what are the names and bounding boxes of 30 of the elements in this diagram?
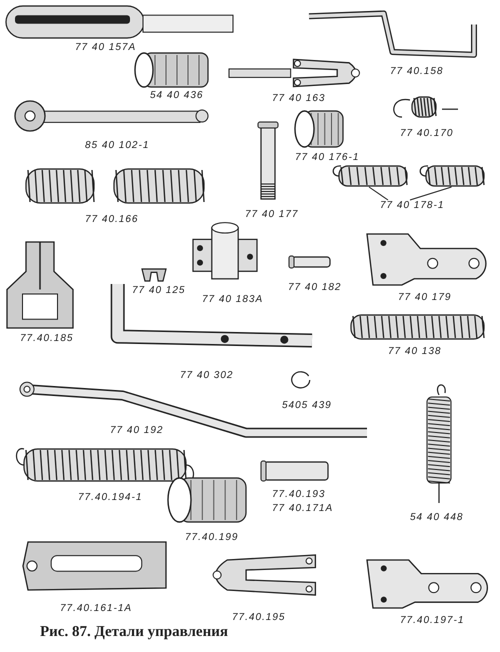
part-number: 77.40.193 — [272, 489, 326, 501]
part-number: 77 40.166 — [85, 214, 138, 226]
part-number: 77.40.161-1А — [60, 603, 132, 615]
part-number: 54 40 436 — [150, 90, 204, 102]
part-number: 77 40.171А — [272, 503, 334, 515]
part-number: 77 40 183А — [202, 294, 264, 306]
part-number: 77 40.170 — [400, 128, 454, 140]
part-number: 77 40.158 — [390, 66, 444, 78]
leader-line — [410, 186, 452, 200]
part-number: 77 40 176-1 — [295, 152, 360, 164]
part-number: 77 40 138 — [388, 346, 442, 358]
part-number: 77 40 178-1 — [380, 200, 444, 212]
leader-line — [368, 186, 388, 200]
part-number: 77 40 179 — [398, 292, 452, 304]
part-number: 77.40.194-1 — [78, 492, 142, 504]
part-number: 77 40 163 — [272, 93, 326, 105]
part-number: 77 40 192 — [110, 425, 164, 437]
part-number: 77.40.195 — [232, 612, 286, 624]
part-number: 54 40 448 — [410, 512, 464, 524]
part-number: 77 40 302 — [180, 370, 234, 382]
part-number: 77 40 182 — [288, 282, 342, 294]
part-number: 85 40 102-1 — [85, 140, 150, 152]
figure-caption: Рис. 87. Детали управления — [40, 624, 228, 641]
part-number: 77.40.185 — [20, 333, 74, 345]
part-number: 77.40.197-1 — [400, 615, 464, 627]
part-number: 77 40 157А — [75, 42, 136, 54]
part-number: 5405 439 — [282, 400, 332, 412]
part-number: 77 40 125 — [132, 285, 186, 297]
part-number: 77 40 177 — [245, 209, 298, 221]
part-number: 77.40.199 — [185, 532, 238, 544]
